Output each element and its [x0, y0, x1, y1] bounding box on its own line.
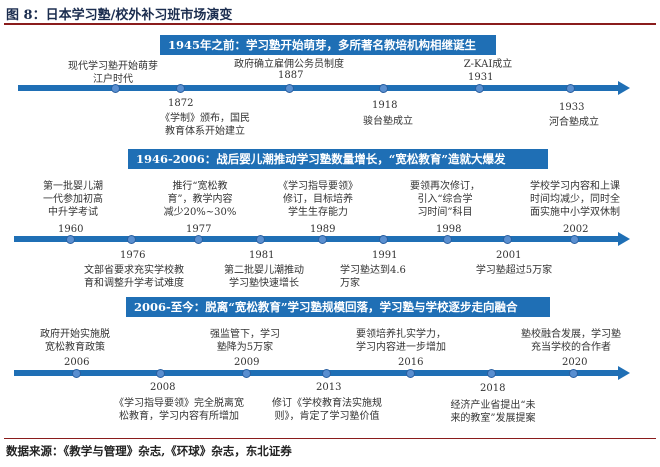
stage3-marker-2016 — [406, 369, 415, 378]
stage3-axis-arrow — [618, 366, 630, 380]
stage3-marker-2009 — [242, 369, 251, 378]
stage2-year-1960: 1960 — [58, 224, 84, 235]
figure-title: 图 8：日本学习塾/校外补习班市场演变 — [6, 8, 233, 23]
stage1-marker-edo — [111, 84, 120, 93]
stage2-year-2001: 2001 — [496, 250, 522, 261]
stage3-marker-2006 — [72, 369, 81, 378]
stage3-event-2009-text: 强监管下，学习 塾降为5万家 — [210, 329, 280, 353]
stage1-axis — [18, 85, 620, 91]
stage3-event-2016-text: 要领培养扎实学力， 学习内容进一步增加 — [356, 329, 446, 353]
stage2-event-1976-text: 文部省要求充实学校教 育和调整升学考试难度 — [84, 265, 184, 289]
stage2-marker-1977 — [194, 235, 203, 244]
stage3-year-2016: 2016 — [398, 357, 424, 368]
stage1-year-1918: 1918 — [372, 100, 398, 111]
stage3-year-2013: 2013 — [316, 382, 342, 393]
stage2-year-1991: 1991 — [372, 250, 398, 261]
stage3-year-2009: 2009 — [234, 357, 260, 368]
stage1-year-1933: 1933 — [559, 102, 585, 113]
title-underline — [4, 23, 656, 25]
stage1-axis-arrow — [618, 81, 630, 95]
stage1-marker-1931 — [475, 84, 484, 93]
stage3-event-2008-text: 《学习指导要领》完全脱离宽 松教育，学习内容有所增加 — [114, 398, 244, 422]
stage1-event-1918-text: 骏台塾成立 — [363, 116, 413, 127]
stage1-event-1887-text: 政府确立雇佣公务员制度 — [234, 59, 344, 70]
stage3-event-2006-text: 政府开始实施脱 宽松教育政策 — [40, 329, 110, 353]
stage2-year-1981: 1981 — [249, 250, 275, 261]
stage2-event-1977-text: 推行“宽松教 育”，教学内容 减少20%~30% — [163, 181, 237, 218]
stage1-event-1931-text: Z-KAI成立 — [463, 59, 513, 70]
stage2-event-1989-text: 《学习指导要领》 修订，目标培养 学生生存能力 — [278, 181, 358, 218]
stage2-event-1998-text: 要领再次修订， 引入“综合学 习时间”科目 — [410, 181, 480, 218]
stage2-marker-1989 — [318, 235, 327, 244]
stage3-band: 2006-至今：脱离“宽松教育”学习塾规模回落，学习塾与学校逐步走向融合 — [126, 297, 550, 317]
stage3-marker-2020 — [569, 369, 578, 378]
stage3-year-2008: 2008 — [150, 382, 176, 393]
stage2-marker-2001 — [503, 235, 512, 244]
stage2-marker-2002 — [570, 235, 579, 244]
stage1-marker-1933 — [566, 84, 575, 93]
stage2-marker-1960 — [66, 235, 75, 244]
stage2-band: 1946-2006：战后婴儿潮推动学习塾数量增长，“宽松教育”造就大爆发 — [128, 149, 548, 169]
stage3-year-2018: 2018 — [480, 383, 506, 394]
stage1-year-1887: 1887 — [278, 70, 304, 81]
source-rule — [4, 438, 656, 439]
stage3-marker-2018 — [487, 369, 496, 378]
stage2-year-1977: 1977 — [186, 224, 212, 235]
stage2-event-2001-text: 学习塾超过5万家 — [475, 265, 553, 276]
stage2-marker-1998 — [443, 235, 452, 244]
stage2-year-1998: 1998 — [436, 224, 462, 235]
stage2-axis-arrow — [618, 232, 630, 246]
stage2-marker-1991 — [379, 235, 388, 244]
stage2-event-2002-text: 学校学习内容和上课 时间均减少，同时全 面实施中小学双休制 — [530, 181, 620, 218]
stage2-event-1960-text: 第一批婴儿潮 一代参加初高 中升学考试 — [43, 181, 103, 218]
stage3-year-2020: 2020 — [562, 357, 588, 368]
stage1-year-1931: 1931 — [468, 72, 494, 83]
stage3-event-2013-text: 修订《学校教育法实施规 则》，肯定了学习塾价值 — [272, 398, 382, 422]
stage2-year-1989: 1989 — [310, 224, 336, 235]
stage3-event-2020-text: 塾校融合发展，学习塾 充当学校的合作者 — [521, 329, 621, 353]
stage1-marker-1872 — [176, 84, 185, 93]
stage1-event-1872-text: 《学制》颁布，国民 教育体系开始建立 — [160, 113, 250, 137]
stage3-marker-2008 — [156, 369, 165, 378]
stage1-band: 1945年之前：学习塾开始萌芽，多所著名教培机构相继诞生 — [160, 35, 496, 55]
stage1-marker-1918 — [379, 84, 388, 93]
stage3-marker-2013 — [322, 369, 331, 378]
stage2-year-1976: 1976 — [120, 250, 146, 261]
stage1-marker-1887 — [285, 84, 294, 93]
stage3-axis — [14, 370, 620, 376]
source-note: 数据来源：《教学与管理》杂志,《环球》杂志，东北证券 — [6, 444, 292, 458]
stage1-event-1933-text: 河合塾成立 — [549, 117, 599, 128]
stage2-year-2002: 2002 — [563, 224, 589, 235]
stage2-event-1981-text: 第二批婴儿潮推动 学习塾快速增长 — [224, 265, 304, 289]
stage3-event-2018-text: 经济产业省提出“未 来的教室”发展提案 — [450, 400, 536, 424]
stage2-marker-1981 — [256, 235, 265, 244]
stage1-event-edo-text: 现代学习塾开始萌芽 江户时代 — [68, 61, 158, 85]
stage3-year-2006: 2006 — [64, 357, 90, 368]
stage1-year-1872: 1872 — [168, 98, 194, 109]
stage2-event-1991-text: 学习塾达到4.6 万家 — [340, 265, 406, 289]
stage2-axis — [14, 236, 620, 242]
stage2-marker-1976 — [127, 235, 136, 244]
